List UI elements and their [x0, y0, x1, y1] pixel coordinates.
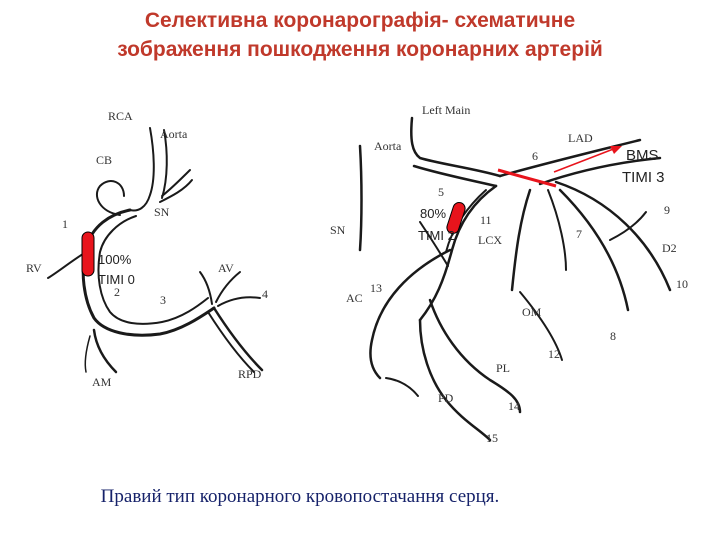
- pd-crux: [385, 377, 419, 397]
- lcx-main: [418, 184, 498, 322]
- right-coronary-schematic: RCA Aorta CB SN 1 RV 2 3 AV 4 AM RPD 100…: [26, 109, 268, 389]
- lad-diag-8: [558, 188, 630, 312]
- rca-trunk-inner: [97, 215, 209, 325]
- label-rpd: RPD: [238, 367, 262, 381]
- label-13: 13: [370, 281, 382, 295]
- ac-loop: [369, 248, 452, 380]
- lad-lower: [538, 156, 662, 186]
- left-main-upper: [410, 116, 502, 178]
- lcx-lesion-percent: 80%: [420, 206, 446, 221]
- pl-branch: [428, 298, 522, 414]
- label-rv: RV: [26, 261, 42, 275]
- lad-branch-7: [547, 189, 567, 271]
- label-11: 11: [480, 213, 492, 227]
- bms-arrow-line: [553, 147, 617, 173]
- lcx-lesion-marker: [446, 201, 466, 235]
- label-rca-1: 1: [62, 217, 68, 231]
- av-branch-2: [215, 271, 241, 303]
- label-7: 7: [576, 227, 582, 241]
- label-15: 15: [486, 431, 498, 445]
- rpd-branch-inner: [207, 311, 255, 373]
- label-lca-sn: SN: [330, 223, 346, 237]
- label-cb: CB: [96, 153, 112, 167]
- lcx-lesion-timi: TIMI 2: [418, 228, 455, 243]
- label-12: 12: [548, 347, 560, 361]
- rv-branch: [47, 251, 87, 279]
- label-rca-2: 2: [114, 285, 120, 299]
- lad-distal-9: [554, 180, 672, 292]
- om-branch: [510, 188, 532, 292]
- label-14: 14: [508, 399, 520, 413]
- left-coronary-schematic: Left Main Aorta LAD 6 5 9 SN 11 LCX 7 D2…: [330, 103, 688, 445]
- label-8: 8: [610, 329, 616, 343]
- rca-aorta-wall: [161, 129, 168, 199]
- rca-lesion-percent: 100%: [98, 252, 132, 267]
- label-lcx: LCX: [478, 233, 502, 247]
- cb-loop: [95, 180, 125, 216]
- label-rca-4: 4: [262, 287, 268, 301]
- label-ac: AC: [346, 291, 363, 305]
- label-pl: PL: [496, 361, 510, 375]
- label-rca-3: 3: [160, 293, 166, 307]
- bms-arrow-head: [610, 146, 622, 154]
- sn-left-branch: [419, 221, 449, 267]
- d2-branch: [609, 211, 647, 241]
- am-branch-2: [84, 335, 91, 373]
- rca-trunk: [81, 208, 216, 337]
- am-branch: [92, 328, 118, 374]
- title-line-2: зображення пошкодження коронарних артері…: [117, 38, 603, 61]
- label-rca-sn: SN: [154, 205, 170, 219]
- left-main-lower: [412, 164, 498, 188]
- label-left-main: Left Main: [422, 103, 470, 117]
- lca-aorta-wall: [358, 144, 363, 252]
- pd-branch: [418, 318, 492, 442]
- label-6: 6: [532, 149, 538, 163]
- label-lca-aorta: Aorta: [374, 139, 402, 153]
- rpd-branch: [212, 306, 264, 372]
- label-om: OM: [522, 305, 542, 319]
- label-av: AV: [218, 261, 234, 275]
- label-d2: D2: [662, 241, 677, 255]
- sn-branch-lower: [159, 179, 193, 203]
- bms-label: BMS: [626, 147, 659, 164]
- label-rca: RCA: [108, 109, 133, 123]
- bms-timi: TIMI 3: [622, 169, 665, 186]
- label-rca-aorta: Aorta: [160, 127, 188, 141]
- label-9: 9: [664, 203, 670, 217]
- sn-branch-upper: [161, 169, 191, 197]
- om-distal: [519, 291, 563, 361]
- label-pd: PD: [438, 391, 454, 405]
- diagram-caption: Правий тип коронарного кровопостачання с…: [100, 486, 500, 507]
- lad-upper: [498, 138, 642, 178]
- bms-stent-segment: [497, 168, 557, 188]
- label-10: 10: [676, 277, 688, 291]
- rca-aorta-vessel: [129, 127, 155, 212]
- rca-lesion-marker: [81, 231, 95, 277]
- page-title: Селективна коронарографія- схематичне зо…: [0, 6, 720, 64]
- label-am: AM: [92, 375, 112, 389]
- label-lad: LAD: [568, 131, 593, 145]
- rca-lesion-timi: TIMI 0: [98, 272, 135, 287]
- title-line-1: Селективна коронарографія- схематичне: [144, 9, 576, 32]
- av-branch-1: [199, 271, 213, 305]
- av-branch-3: [217, 296, 261, 307]
- label-5: 5: [438, 185, 444, 199]
